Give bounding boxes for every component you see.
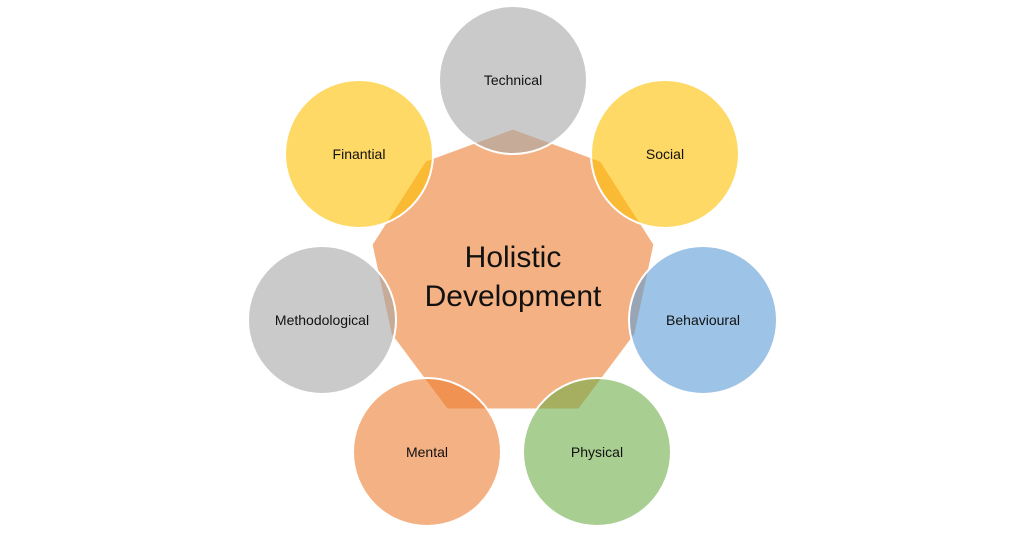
node-behavioural xyxy=(628,245,778,395)
node-behavioural-label: Behavioural xyxy=(666,312,740,328)
node-physical-label: Physical xyxy=(571,444,623,460)
center-title-line2: Development xyxy=(425,280,602,313)
node-finantial-circle xyxy=(284,79,434,229)
node-methodological xyxy=(247,245,397,395)
node-mental xyxy=(352,377,502,527)
node-finantial xyxy=(284,79,434,229)
node-technical xyxy=(438,5,588,155)
node-mental-label: Mental xyxy=(406,444,448,460)
node-social-circle xyxy=(590,79,740,229)
node-mental-circle xyxy=(352,377,502,527)
center-title-line1: Holistic xyxy=(465,241,562,274)
node-behavioural-circle xyxy=(628,245,778,395)
node-technical-circle xyxy=(438,5,588,155)
node-physical xyxy=(522,377,672,527)
node-technical-label: Technical xyxy=(484,72,542,88)
node-social-label: Social xyxy=(646,146,684,162)
node-methodological-label: Methodological xyxy=(275,312,369,328)
node-methodological-circle xyxy=(247,245,397,395)
node-finantial-label: Finantial xyxy=(333,146,386,162)
node-social xyxy=(590,79,740,229)
node-physical-circle xyxy=(522,377,672,527)
